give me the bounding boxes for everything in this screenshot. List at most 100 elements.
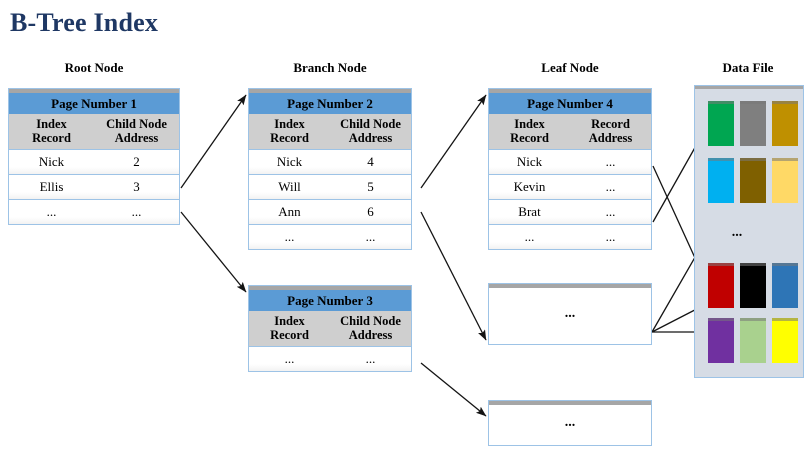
table-cell: Brat bbox=[518, 204, 541, 219]
data-block-lightgreen[interactable] bbox=[740, 318, 766, 363]
table-cell: Will bbox=[278, 179, 301, 194]
data-block-gray[interactable] bbox=[740, 101, 766, 146]
box-top-rule bbox=[489, 401, 651, 405]
table-row: ...... bbox=[489, 224, 651, 249]
data-block-blue[interactable] bbox=[772, 263, 798, 308]
column-header-line: Child Node bbox=[340, 314, 401, 328]
arrow-root-to-page3 bbox=[180, 211, 247, 293]
column-header-line: Record bbox=[591, 117, 630, 131]
table-cell: Nick bbox=[38, 154, 65, 169]
table-cell: 5 bbox=[367, 179, 374, 194]
column-header-line: Child Node bbox=[340, 117, 401, 131]
node-top-rule bbox=[489, 89, 651, 93]
ellipsis-label: ... bbox=[564, 306, 576, 321]
table-row: Nick 2 bbox=[9, 149, 179, 174]
page-title: B-Tree Index bbox=[10, 8, 159, 37]
table-cell: ... bbox=[284, 229, 295, 244]
box-leaf-placeholder-2[interactable]: ... bbox=[488, 400, 652, 446]
section-caption-leaf-node: Leaf Node bbox=[541, 60, 599, 75]
table-cell: Kevin bbox=[513, 179, 546, 194]
data-block-green[interactable] bbox=[708, 101, 734, 146]
table-cell: ... bbox=[605, 179, 616, 194]
table-cell: Ellis bbox=[39, 179, 64, 194]
table-cell: ... bbox=[365, 229, 376, 244]
data-block-darkgold[interactable] bbox=[772, 101, 798, 146]
arrow-page3-to-leaf-ph2 bbox=[420, 362, 487, 417]
page-number-header: Page Number 4 bbox=[489, 93, 651, 114]
table-row: ...... bbox=[249, 346, 411, 371]
table-cell: ... bbox=[605, 154, 616, 169]
table-row: ...... bbox=[9, 199, 179, 224]
data-block-lightgold[interactable] bbox=[772, 158, 798, 203]
column-header-line: Address bbox=[348, 328, 393, 342]
table-row: Brat... bbox=[489, 199, 651, 224]
column-header-line: Address bbox=[588, 131, 633, 145]
arrow-page2-to-leaf-ph1 bbox=[420, 211, 487, 341]
column-header-line: Record bbox=[270, 328, 309, 342]
section-caption-root-node: Root Node bbox=[64, 60, 124, 75]
table-row: Ellis 3 bbox=[9, 174, 179, 199]
page-number-header: Page Number 1 bbox=[9, 93, 179, 114]
table-cell: ... bbox=[131, 204, 142, 219]
column-header-line: Index bbox=[36, 117, 67, 131]
table-cell: 2 bbox=[133, 154, 140, 169]
data-block-olive[interactable] bbox=[740, 158, 766, 203]
data-block-red[interactable] bbox=[708, 263, 734, 308]
table-row: Kevin... bbox=[489, 174, 651, 199]
node-top-rule bbox=[9, 89, 179, 93]
box-leaf-placeholder-1[interactable]: ... bbox=[488, 283, 652, 345]
column-header-line: Record bbox=[270, 131, 309, 145]
table-cell: 4 bbox=[367, 154, 374, 169]
table-cell: Nick bbox=[516, 154, 543, 169]
table-cell: Nick bbox=[276, 154, 303, 169]
table-row: ...... bbox=[249, 224, 411, 249]
page-number-header: Page Number 3 bbox=[249, 290, 411, 311]
page-number-header: Page Number 2 bbox=[249, 93, 411, 114]
table-cell: ... bbox=[365, 351, 376, 366]
box-top-rule bbox=[489, 284, 651, 288]
table-cell: ... bbox=[524, 229, 535, 244]
section-caption-data-file: Data File bbox=[722, 60, 774, 75]
table-cell: ... bbox=[284, 351, 295, 366]
column-header-line: Index bbox=[514, 117, 545, 131]
arrow-page2-to-page4 bbox=[420, 94, 487, 189]
column-header-line: Index bbox=[274, 314, 305, 328]
data-block-cyan[interactable] bbox=[708, 158, 734, 203]
column-header-line: Child Node bbox=[106, 117, 167, 131]
column-header-line: Record bbox=[510, 131, 549, 145]
table-row: Will 5 bbox=[249, 174, 411, 199]
column-header-line: Address bbox=[114, 131, 159, 145]
data-block-black[interactable] bbox=[740, 263, 766, 308]
node-top-rule bbox=[249, 286, 411, 290]
arrow-root-to-page2 bbox=[180, 94, 247, 189]
table-cell: ... bbox=[46, 204, 57, 219]
table-cell: 3 bbox=[133, 179, 140, 194]
data-file-ellipsis: ... bbox=[731, 225, 743, 240]
table-row: Nick... bbox=[489, 149, 651, 174]
table-cell: Ann bbox=[278, 204, 301, 219]
data-block-purple[interactable] bbox=[708, 318, 734, 363]
ellipsis-label: ... bbox=[564, 415, 576, 430]
table-row: Nick 4 bbox=[249, 149, 411, 174]
table-cell: ... bbox=[605, 204, 616, 219]
data-block-yellow[interactable] bbox=[772, 318, 798, 363]
column-header-line: Address bbox=[348, 131, 393, 145]
node-top-rule bbox=[249, 89, 411, 93]
